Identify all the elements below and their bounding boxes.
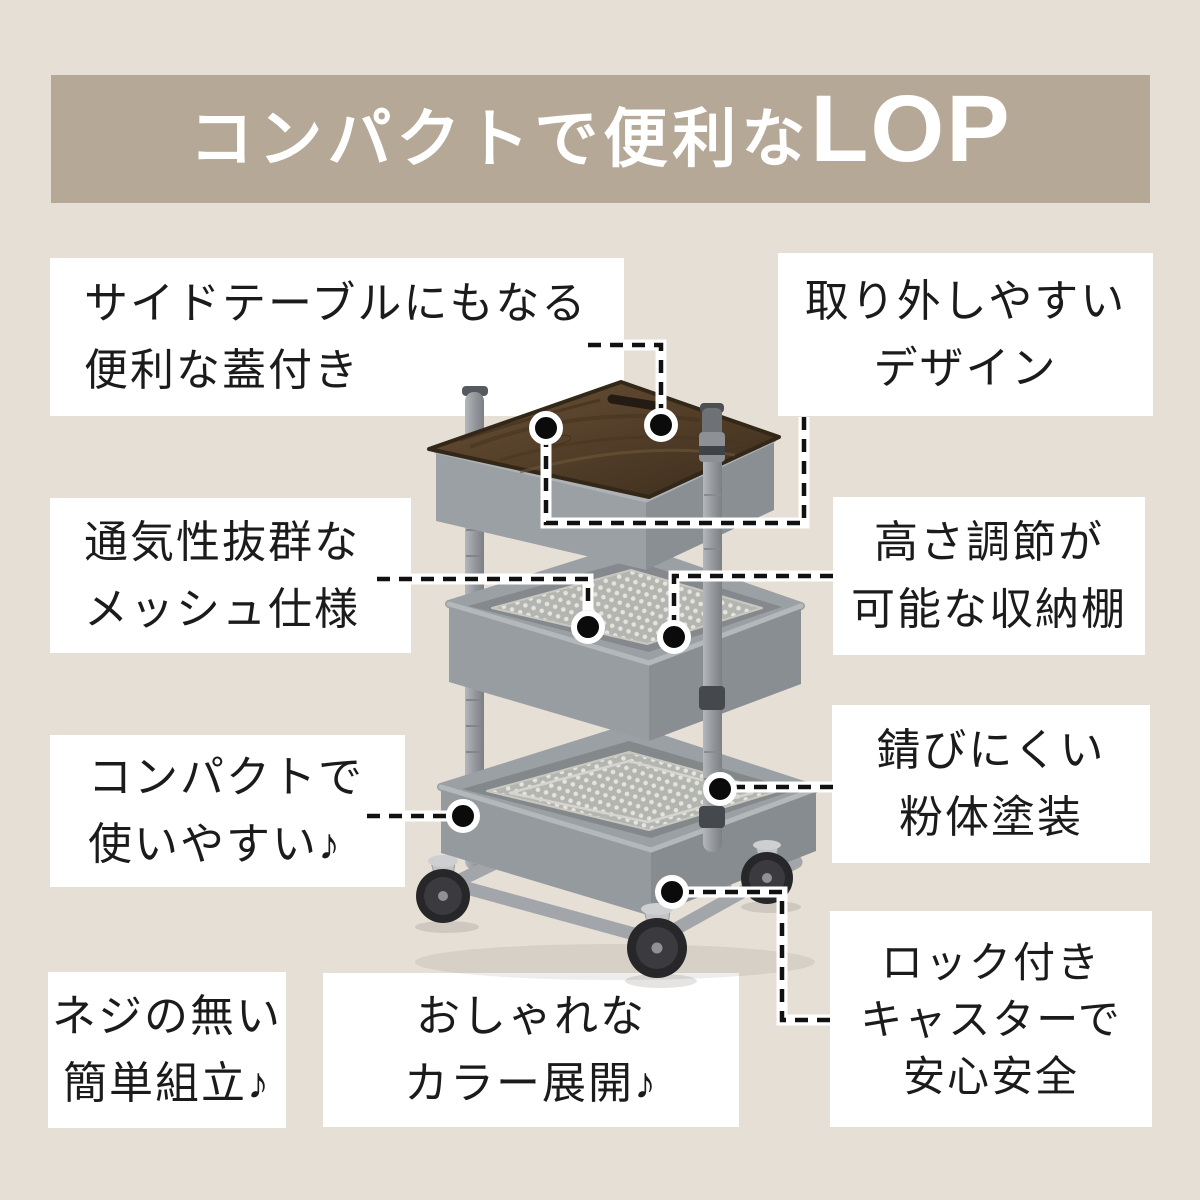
- feature-dot-lid: [644, 408, 678, 442]
- callout-lid: サイドテーブルにもなる 便利な蓋付き: [50, 258, 624, 416]
- callout-casters: ロック付き キャスターで 安心安全: [830, 911, 1152, 1127]
- front-caster: [625, 903, 697, 988]
- callout-casters-line2: キャスターで: [860, 995, 1122, 1043]
- callout-rust-line2: 粉体塗装: [899, 793, 1083, 842]
- connector-height: [671, 573, 833, 635]
- callout-screwless-line1: ネジの無い: [52, 992, 282, 1041]
- brand-name: LOP: [810, 76, 1012, 182]
- connector-casters: [672, 889, 830, 1023]
- callout-colors-line2: カラー展開♪: [404, 1059, 658, 1108]
- callout-colors: おしゃれな カラー展開♪: [323, 973, 739, 1127]
- cart-shadow: [415, 944, 815, 980]
- callout-colors-line1: おしゃれな: [416, 992, 646, 1041]
- callout-rust-line1: 錆びにくい: [876, 726, 1106, 775]
- feature-dot-height: [657, 620, 691, 654]
- callout-rust: 錆びにくい 粉体塗装: [832, 705, 1150, 863]
- callout-compact-line2: 使いやすい♪: [88, 820, 342, 869]
- connector-removable: [543, 417, 807, 526]
- callout-height-line1: 高さ調節が: [874, 518, 1104, 567]
- callout-mesh-line1: 通気性抜群な: [84, 517, 360, 567]
- callout-compact-line1: コンパクトで: [88, 753, 364, 802]
- callout-removable-line1: 取り外しやすい: [804, 276, 1127, 326]
- connectors: [367, 339, 833, 1026]
- callout-casters-line3: 安心安全: [902, 1052, 1079, 1100]
- callout-compact: コンパクトで 使いやすい♪: [50, 735, 405, 887]
- callout-removable: 取り外しやすい デザイン: [778, 253, 1153, 416]
- feature-dot-rust: [703, 772, 737, 806]
- callout-lid-line2: 便利な蓋付き: [84, 346, 360, 395]
- callout-lid-line1: サイドテーブルにもなる: [84, 279, 588, 328]
- connector-mesh: [377, 576, 591, 625]
- callout-screwless-line2: 簡単組立♪: [63, 1059, 271, 1108]
- left-caster: [415, 855, 479, 933]
- callout-casters-line1: ロック付き: [880, 938, 1101, 986]
- callout-removable-line2: デザイン: [873, 343, 1058, 393]
- feature-dots: [446, 408, 737, 909]
- callout-mesh: 通気性抜群な メッシュ仕様: [50, 498, 411, 653]
- callout-height: 高さ調節が 可能な収納棚: [833, 497, 1145, 655]
- connector-lid: [588, 342, 664, 425]
- feature-dot-mesh: [571, 610, 605, 644]
- callout-height-line2: 可能な収納棚: [851, 585, 1127, 634]
- lid-handle-slot: [607, 394, 661, 411]
- feature-dot-casters: [655, 875, 689, 909]
- callout-screwless: ネジの無い 簡単組立♪: [48, 972, 286, 1128]
- feature-dot-compact: [446, 799, 480, 833]
- feature-dot-removable: [529, 411, 563, 445]
- callout-mesh-line2: メッシュ仕様: [84, 584, 360, 634]
- page-title: コンパクトで便利な: [189, 103, 811, 175]
